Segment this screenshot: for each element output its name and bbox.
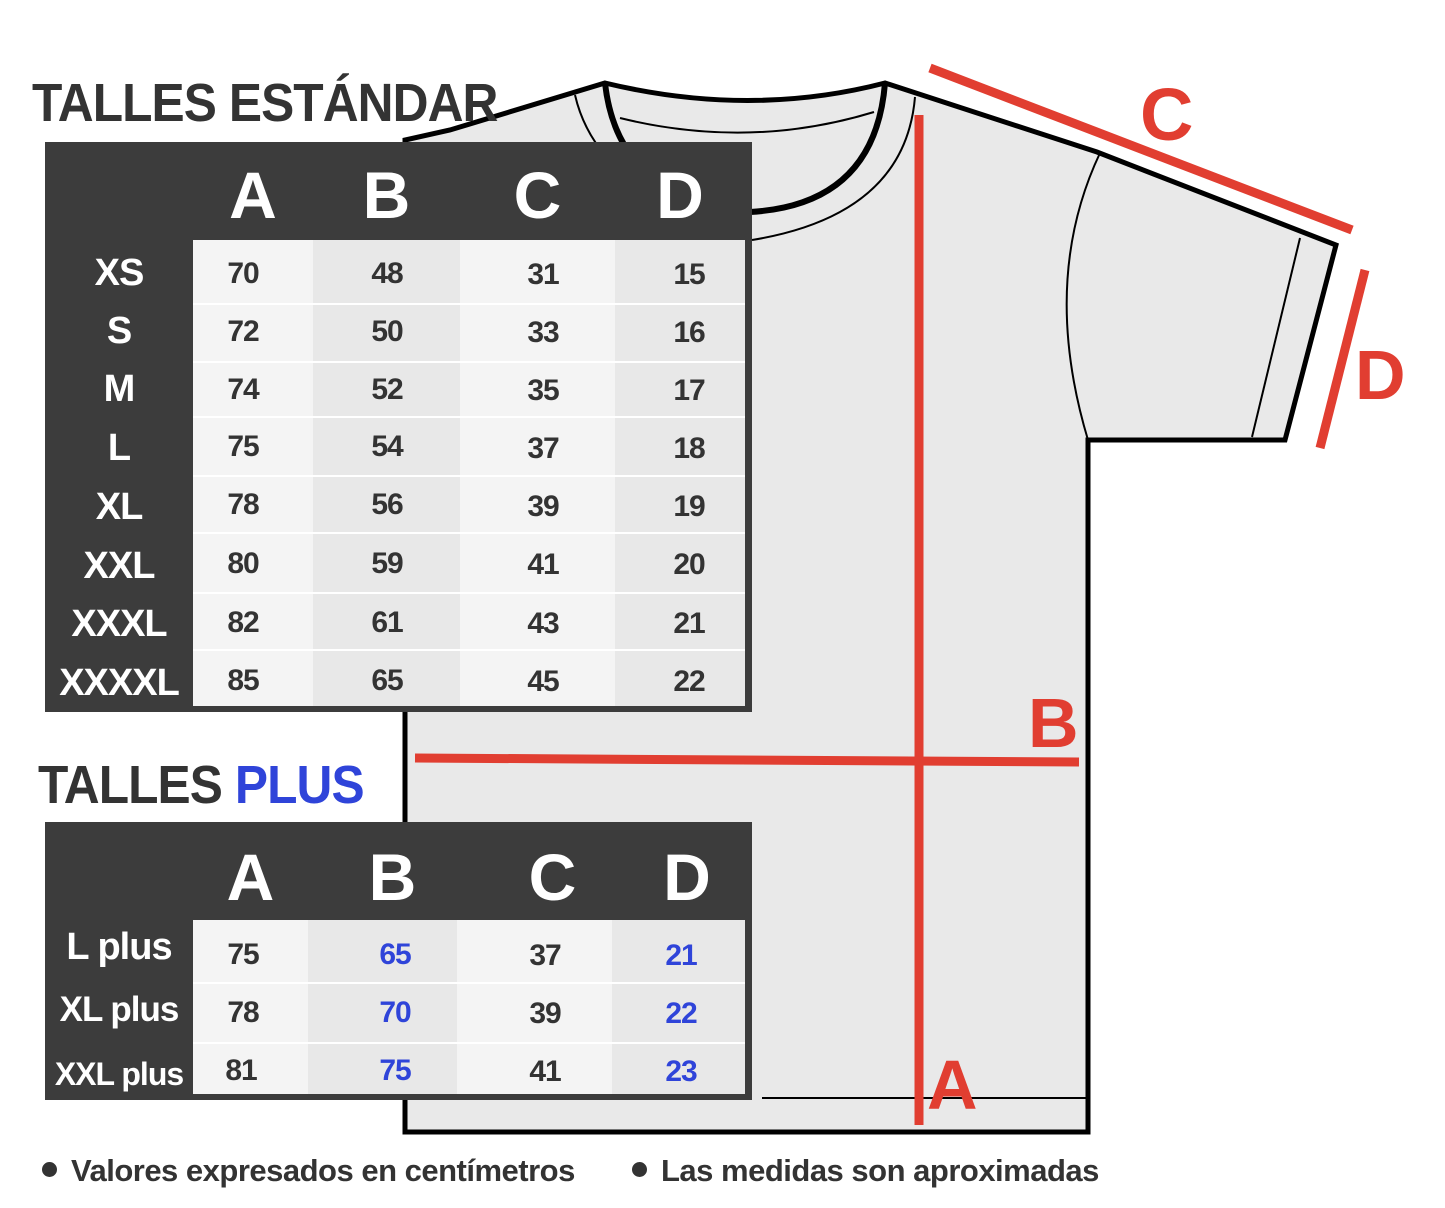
plus-title-prefix: TALLES — [38, 755, 223, 815]
measure-label-a: A — [927, 1046, 978, 1124]
standard-table-body — [193, 240, 745, 706]
cell-s-b: 50 — [371, 315, 403, 348]
cell-s-a: 72 — [227, 315, 259, 348]
cell-xs-d: 15 — [673, 258, 705, 291]
cell-xxl-a: 80 — [227, 547, 259, 580]
cell-xl-c: 39 — [527, 490, 559, 523]
cell-xl-b: 56 — [371, 488, 403, 521]
plus-cell-xxl-d: 23 — [665, 1055, 697, 1088]
plus-table-body — [193, 920, 745, 1094]
cell-s-c: 33 — [527, 316, 559, 349]
plus-column-header-c: C — [528, 840, 577, 914]
footnote-units: Valores expresados en centímetros — [42, 1155, 575, 1186]
cell-xs-b: 48 — [371, 257, 403, 290]
plus-cell-l-d: 21 — [665, 939, 697, 972]
plus-table-header: A B C D — [45, 822, 752, 920]
cell-m-a: 74 — [227, 373, 259, 406]
cell-xxxxl-c: 45 — [527, 665, 559, 698]
cell-l-a: 75 — [227, 430, 259, 463]
bullet-icon — [42, 1162, 57, 1178]
cell-xl-a: 78 — [227, 488, 259, 521]
cell-m-b: 52 — [371, 373, 403, 406]
cell-xxxl-b: 61 — [371, 606, 403, 639]
standard-sizes-title: TALLES ESTÁNDAR — [32, 73, 498, 133]
measure-line-c — [928, 63, 1354, 235]
collar-inner — [619, 111, 875, 134]
plus-cell-xxl-a: 81 — [225, 1054, 257, 1087]
size-label-m: M — [103, 368, 136, 410]
cell-xxxl-c: 43 — [527, 607, 559, 640]
cell-xxl-b: 59 — [371, 547, 403, 580]
measure-label-b: B — [1028, 684, 1079, 762]
measure-line-b — [414, 753, 1080, 767]
plus-sizes-title: TALLES PLUS — [38, 755, 365, 815]
plus-cell-xl-b: 70 — [379, 996, 411, 1029]
footnote-approximate-text: Las medidas son aproximadas — [661, 1153, 1099, 1188]
size-label-xxl-plus: XXL plus — [54, 1056, 184, 1092]
measure-label-c: C — [1140, 73, 1194, 156]
column-header-d: D — [656, 158, 704, 232]
cell-m-d: 17 — [673, 374, 705, 407]
cell-xxxl-d: 21 — [673, 607, 705, 640]
size-label-xxxxl: XXXXL — [59, 662, 180, 704]
plus-cell-l-b: 65 — [379, 938, 411, 971]
size-label-l: L — [107, 427, 131, 469]
cell-xxxxl-d: 22 — [673, 665, 705, 698]
size-label-l-plus: L plus — [66, 926, 172, 968]
cell-xxxl-a: 82 — [227, 606, 259, 639]
cell-l-c: 37 — [527, 432, 559, 465]
standard-size-table: A B C D XS 70 48 31 15 S 72 50 33 16 M 7… — [45, 142, 752, 712]
cell-xxxxl-a: 85 — [227, 664, 259, 697]
plus-cell-l-a: 75 — [227, 938, 259, 971]
cell-l-d: 18 — [673, 432, 705, 465]
bullet-icon — [632, 1162, 647, 1178]
cell-l-b: 54 — [371, 430, 403, 463]
plus-column-header-a: A — [226, 840, 275, 914]
cell-xxl-d: 20 — [673, 548, 705, 581]
measure-line-d — [1315, 268, 1370, 450]
plus-cell-xl-d: 22 — [665, 997, 697, 1030]
cell-xs-c: 31 — [527, 258, 559, 291]
size-label-xxl: XXL — [83, 545, 156, 587]
sleeve-hem — [1251, 237, 1301, 438]
plus-size-table: A B C D L plus 75 65 37 21 XL plus 78 70… — [45, 822, 752, 1100]
size-label-xl-plus: XL plus — [59, 990, 180, 1029]
size-label-xl: XL — [95, 486, 144, 528]
plus-cell-xxl-b: 75 — [379, 1054, 411, 1087]
cell-xxxxl-b: 65 — [371, 664, 403, 697]
measure-label-d: D — [1355, 336, 1406, 414]
collar-rib-right — [751, 96, 916, 241]
footnote-units-text: Valores expresados en centímetros — [71, 1153, 575, 1188]
plus-column-header-b: B — [368, 840, 417, 914]
column-header-a: A — [229, 158, 277, 232]
sleeve-seam — [1065, 152, 1101, 441]
column-header-c: C — [513, 158, 562, 232]
column-header-b: B — [362, 158, 411, 232]
plus-title-accent: PLUS — [234, 755, 365, 815]
cell-s-d: 16 — [673, 316, 705, 349]
size-label-xs: XS — [94, 252, 145, 294]
plus-column-header-d: D — [663, 840, 711, 914]
cell-m-c: 35 — [527, 374, 559, 407]
plus-cell-l-c: 37 — [529, 939, 561, 972]
plus-cell-xl-a: 78 — [227, 996, 259, 1029]
cell-xl-d: 19 — [673, 490, 705, 523]
cell-xs-a: 70 — [227, 257, 259, 290]
plus-cell-xl-c: 39 — [529, 997, 561, 1030]
cell-xxl-c: 41 — [527, 548, 559, 581]
standard-table-header: A B C D — [45, 142, 752, 240]
footnote-approximate: Las medidas son aproximadas — [632, 1155, 1099, 1186]
plus-cell-xxl-c: 41 — [529, 1055, 561, 1088]
size-label-xxxl: XXXL — [71, 603, 167, 645]
size-label-s: S — [106, 310, 132, 352]
